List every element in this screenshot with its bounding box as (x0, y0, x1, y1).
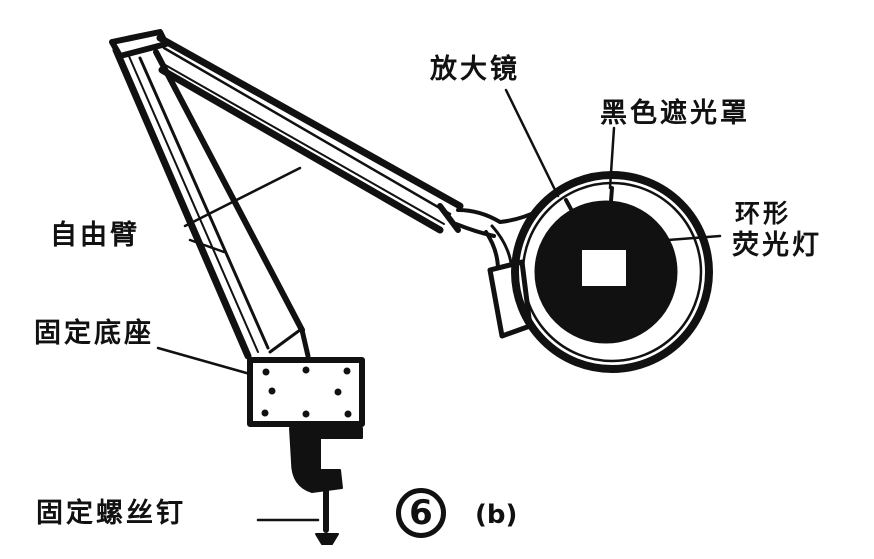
label-fixed-base: 固定底座 (34, 318, 154, 349)
magnifier-lens (582, 250, 626, 286)
clamp (289, 427, 363, 493)
leader-lines (156, 88, 722, 522)
figure-sublabel: (b) (475, 500, 518, 530)
base-bolts (261, 366, 352, 418)
label-ring-lamp-line1: 环形 (735, 199, 792, 228)
figure-number: 6 (396, 488, 446, 538)
label-magnifier: 放大镜 (430, 54, 520, 85)
label-black-shade: 黑色遮光罩 (600, 98, 750, 129)
lower-arm (112, 46, 311, 360)
label-ring-lamp-line2: 荧光灯 (732, 230, 822, 261)
upper-arm (156, 34, 542, 238)
label-free-arm: 自由臂 (50, 220, 140, 251)
label-fixing-screw: 固定螺丝钉 (36, 498, 186, 529)
